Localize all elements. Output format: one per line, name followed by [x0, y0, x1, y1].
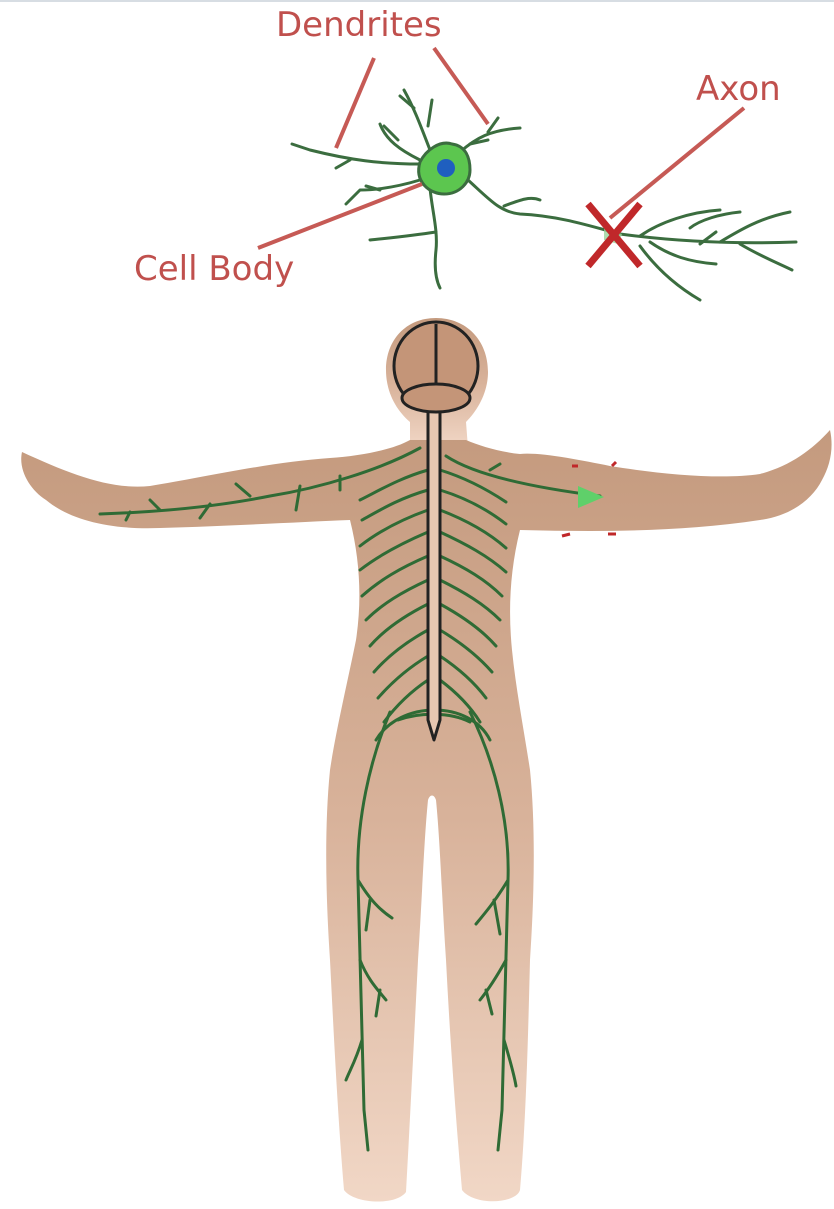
- cell-body-label: Cell Body: [134, 252, 294, 286]
- torso-silhouette: [21, 430, 831, 1202]
- dendrites-label: Dendrites: [276, 8, 442, 42]
- axon-label: Axon: [696, 72, 781, 106]
- brain: [394, 322, 478, 412]
- body-silhouette: [21, 318, 831, 1202]
- nucleus: [437, 159, 455, 177]
- spinal-cord: [428, 410, 440, 740]
- pointer-lines: [258, 48, 744, 248]
- dendrites-pointer-right: [434, 48, 488, 124]
- axon-pointer: [610, 108, 744, 218]
- neuron: [292, 90, 796, 300]
- dendrites-pointer-left: [336, 58, 374, 148]
